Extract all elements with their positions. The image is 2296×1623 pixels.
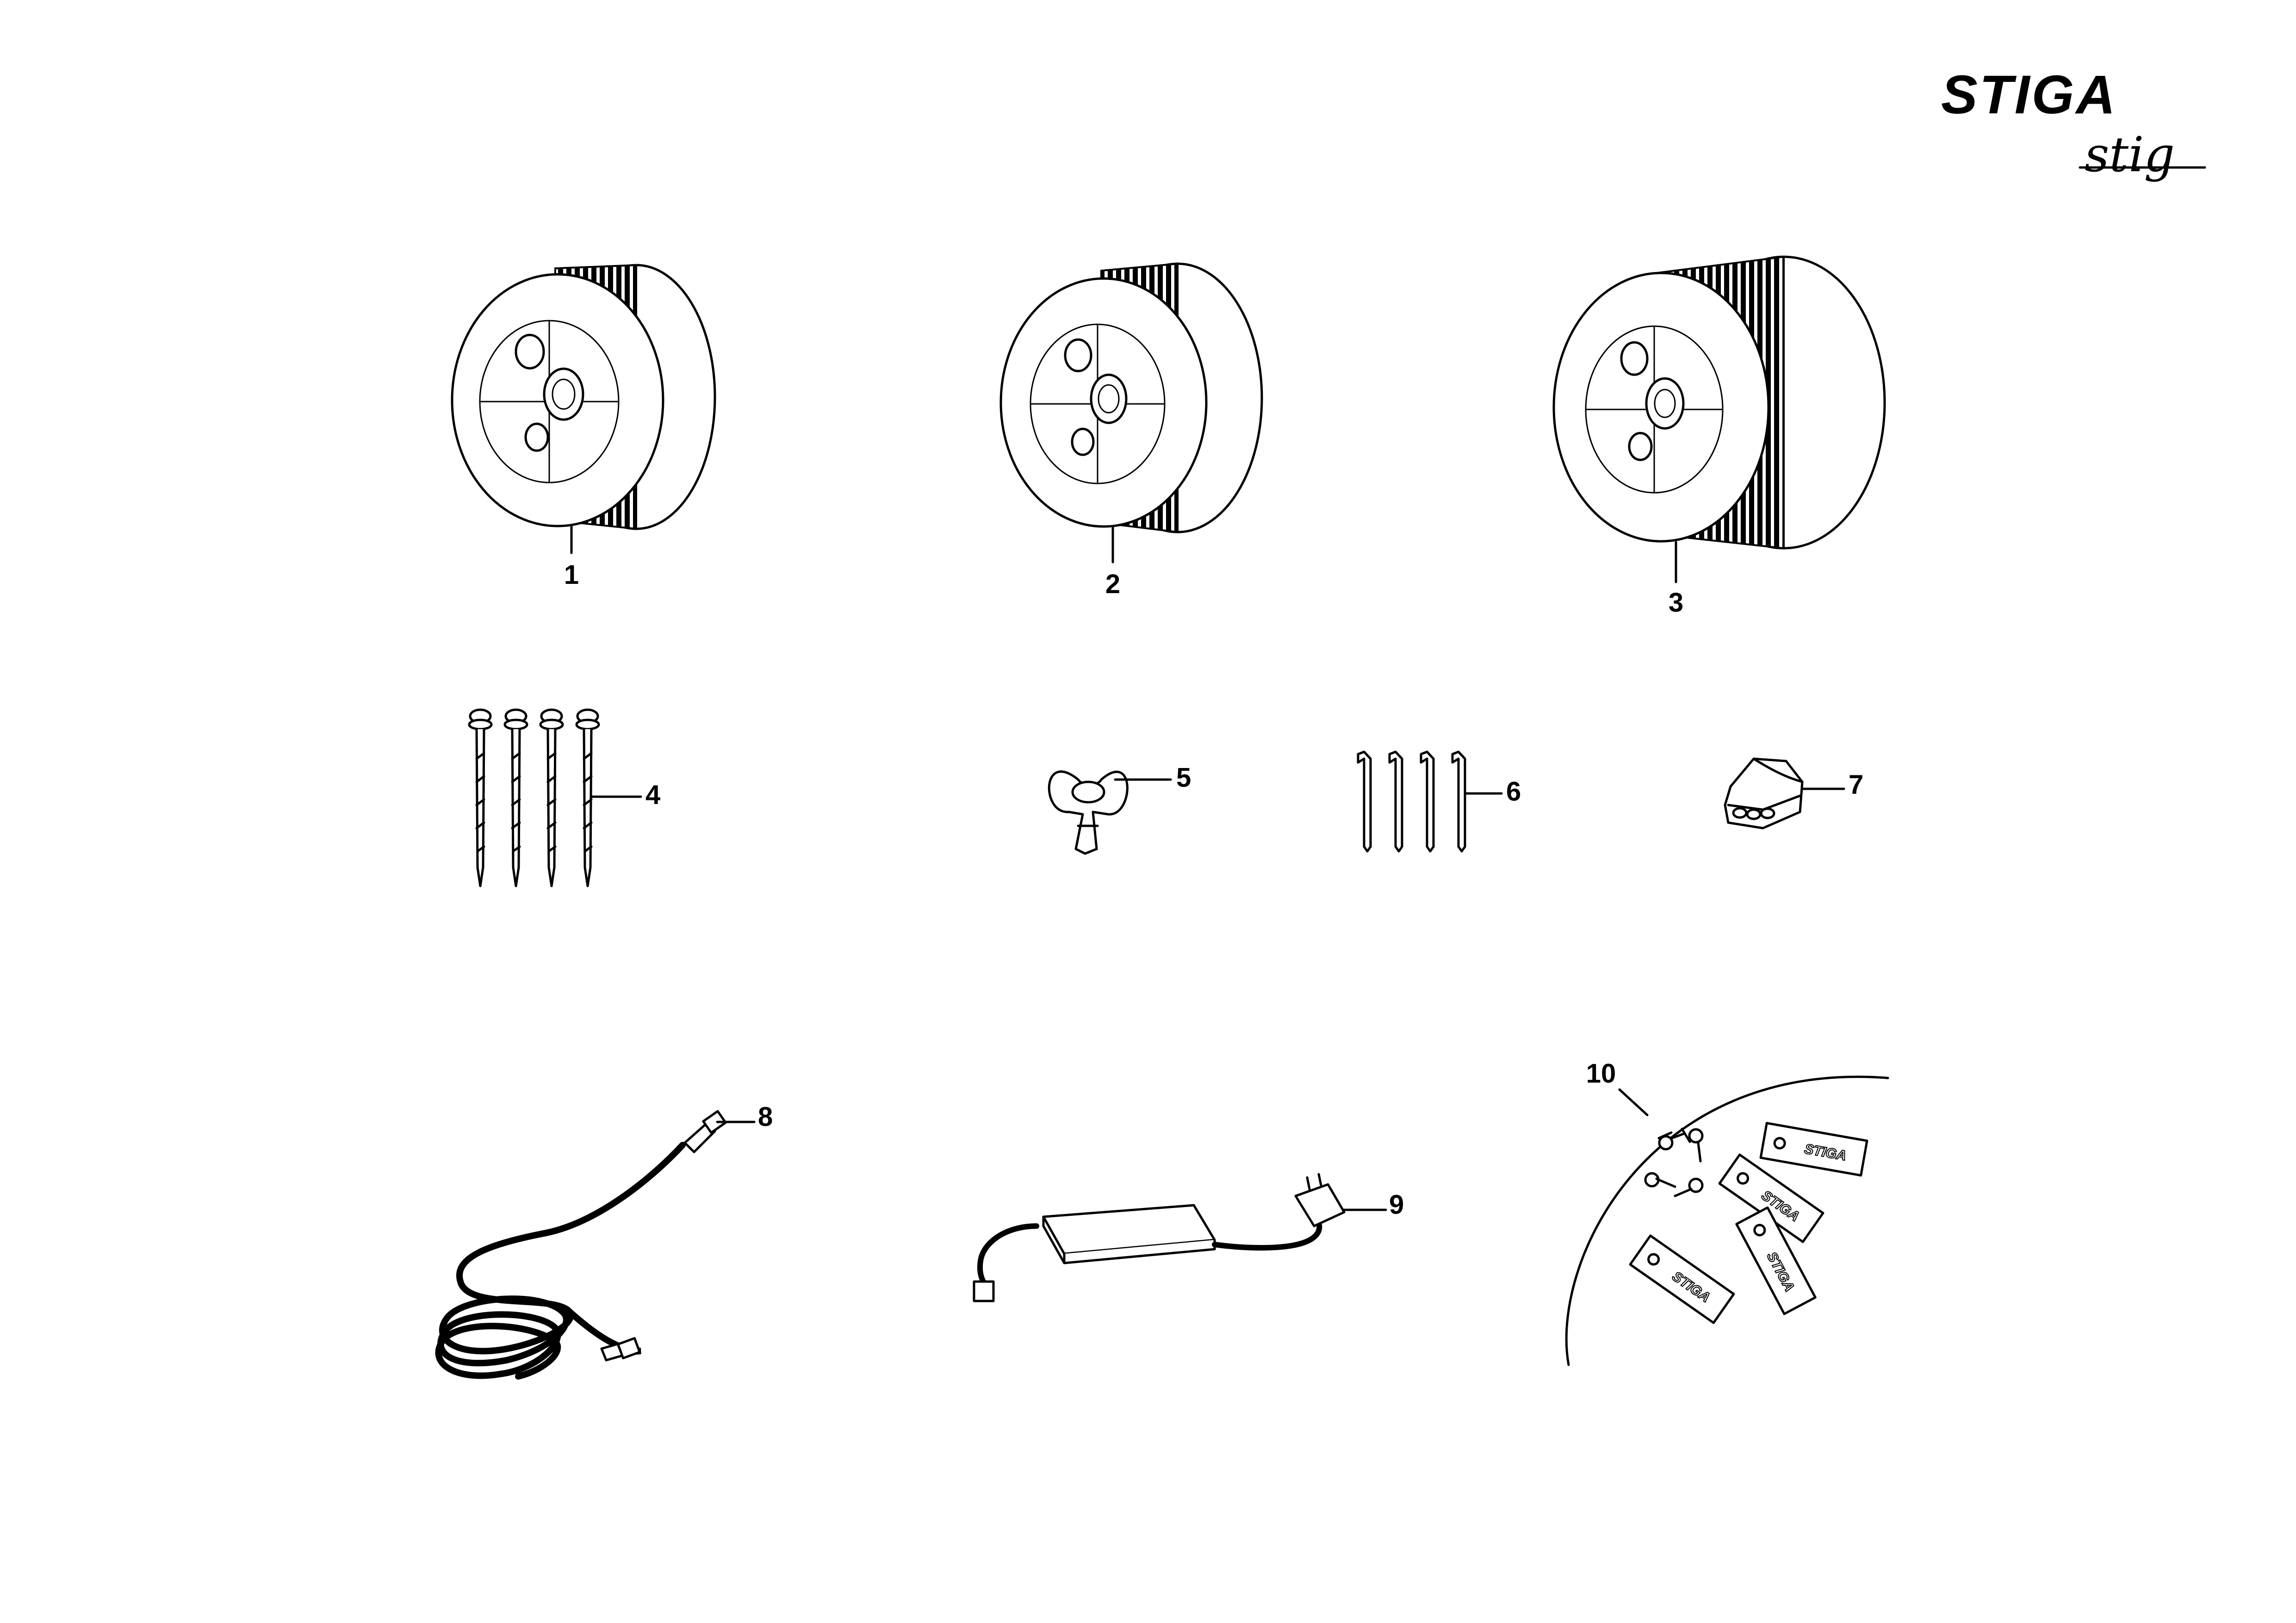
callout-4: 4 [645,780,660,810]
wire-connector [1724,757,1804,830]
callout-10: 10 [1586,1059,1616,1089]
wire-pegs [1357,750,1466,853]
screw-pegs [468,708,600,887]
callout-8: 8 [758,1102,773,1132]
wire-reel-3 [1552,255,1886,550]
callout-6: 6 [1506,776,1521,806]
stig-logo-text: stig [2085,126,2175,183]
extension-cable [435,1110,727,1380]
stig-product-logo: stig [2079,126,2206,183]
callout-9: 9 [1389,1189,1404,1220]
wire-reel-2 [999,262,1263,533]
callout-7: 7 [1849,769,1863,799]
screw-peg [468,708,493,887]
blade-kit: STIGA STIGA STIGA STIGA [1565,1076,1889,1366]
callout-2: 2 [1105,569,1120,599]
screw-peg [503,708,528,887]
screw-peg [539,708,564,887]
stiga-logo: STIGA [1941,64,2117,125]
stiga-logo-text: STIGA [1941,64,2117,125]
callout-3: 3 [1669,588,1683,618]
power-supply [973,1173,1346,1302]
screw-peg [575,708,600,887]
callout-1: 1 [564,560,579,590]
wire-reel-1 [451,264,716,530]
callout-5: 5 [1176,762,1191,793]
clamp-tool [1048,770,1129,855]
